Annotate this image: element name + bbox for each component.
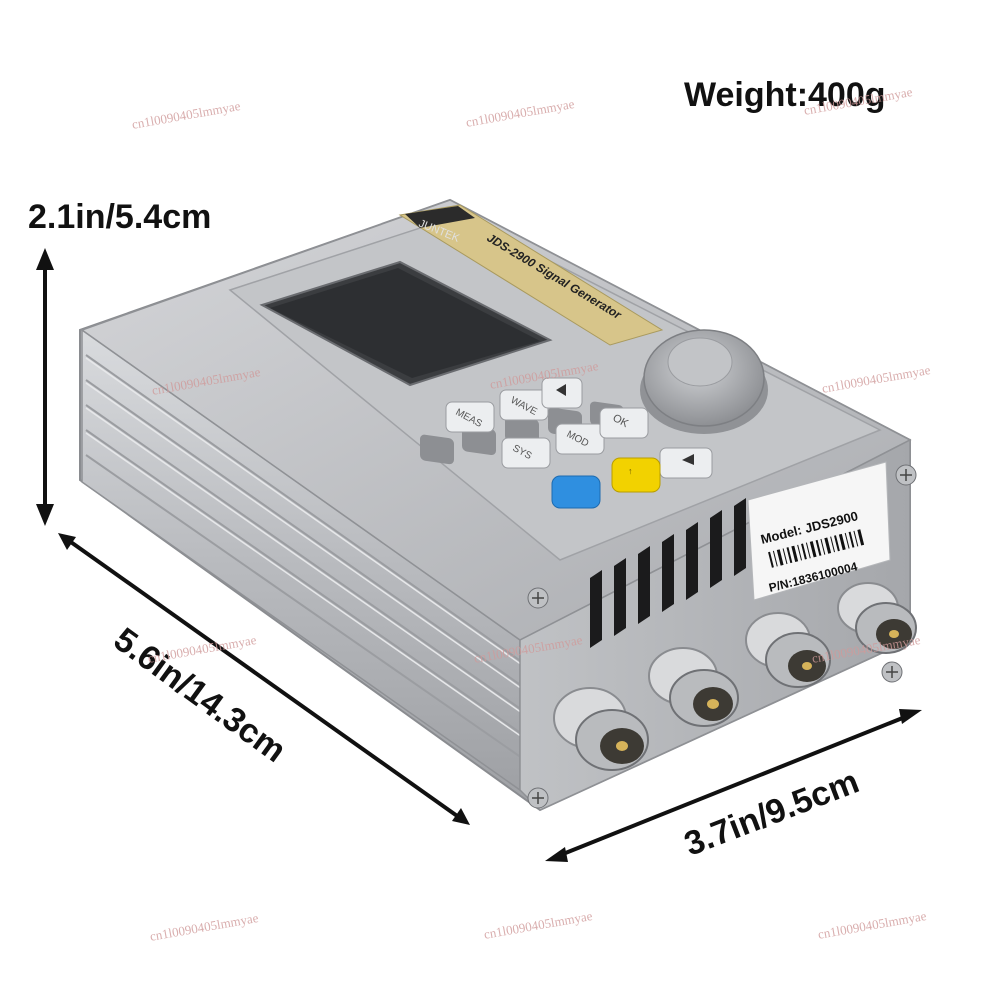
right-arrow-icon [682, 454, 694, 465]
ok-button[interactable]: OK [599, 407, 649, 439]
width-arrow [545, 709, 922, 862]
sys-button[interactable]: SYS [501, 437, 551, 469]
keypad: MEAS WAVE SYS MOD OK ↑ [445, 377, 713, 509]
right-arrow-button[interactable] [659, 447, 713, 479]
rotary-knob[interactable] [640, 329, 768, 434]
function-button[interactable] [462, 425, 496, 456]
barcode [768, 529, 865, 568]
yellow-button[interactable]: ↑ [611, 457, 661, 493]
wave-button[interactable]: WAVE [499, 389, 549, 421]
blue-button[interactable] [551, 475, 601, 509]
height-label: 2.1in/5.4cm [28, 198, 212, 236]
bnc-connector [648, 647, 739, 727]
lcd-screen [259, 260, 553, 387]
meas-button[interactable]: MEAS [445, 401, 495, 433]
yellow-button-glyph: ↑ [628, 466, 633, 476]
bnc-connectors [553, 582, 917, 771]
height-arrow [36, 248, 54, 526]
mod-button[interactable]: MOD [555, 423, 605, 455]
function-button[interactable] [420, 434, 454, 465]
left-arrow-icon [556, 384, 566, 396]
bnc-connector [745, 612, 831, 688]
screws [527, 464, 917, 809]
bnc-connector [553, 687, 649, 771]
vent-slots [590, 498, 746, 648]
left-arrow-button[interactable] [541, 377, 583, 409]
weight-label: Weight:400g [684, 76, 886, 114]
bnc-connector [837, 582, 917, 654]
length-arrow [58, 533, 470, 825]
